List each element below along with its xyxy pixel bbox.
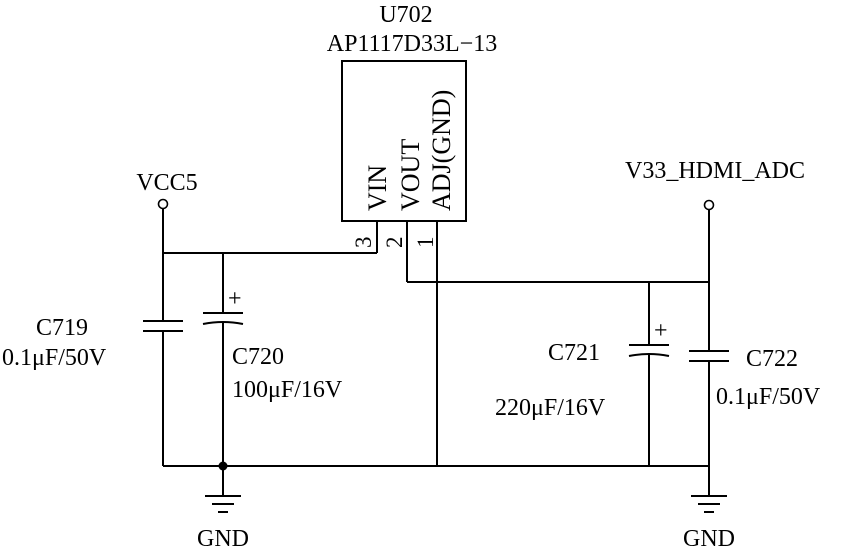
net-v33-hdmi-adc: V33_HDMI_ADC: [407, 158, 805, 351]
c721-ref: C721: [548, 340, 600, 366]
cap-c722: C722 0.1μF/50V: [689, 346, 821, 496]
cap-c721: + C721 220μF/16V: [495, 318, 670, 466]
c722-ref: C722: [746, 346, 798, 372]
net-vcc5: VCC5: [136, 170, 377, 321]
ic-u702: U702 AP1117D33L−13 VIN VOUT ADJ(GND) 3 2…: [327, 2, 497, 466]
cap-c719: C719 0.1μF/50V: [2, 315, 183, 466]
gnd-right-label: GND: [683, 526, 735, 551]
c719-value: 0.1μF/50V: [2, 345, 107, 371]
ic-ref-label: U702: [379, 2, 432, 28]
ic-pin-num-1: 1: [413, 237, 438, 249]
ic-body: [341, 60, 467, 222]
gnd-left-label: GND: [197, 526, 249, 551]
ic-pin-num-2: 2: [382, 237, 407, 249]
c719-ref: C719: [36, 315, 88, 341]
c720-plus-sign: +: [228, 286, 242, 312]
c722-value: 0.1μF/50V: [716, 384, 821, 410]
ic-part-label: AP1117D33L−13: [327, 31, 497, 57]
ic-pin-name-vout: VOUT: [396, 139, 425, 211]
v33-terminal: [703, 199, 715, 211]
c721-value: 220μF/16V: [495, 395, 606, 421]
cap-c720: + C720 100μF/16V: [202, 286, 343, 466]
ic-pin-name-vin: VIN: [363, 165, 392, 211]
c720-ref: C720: [232, 344, 284, 370]
ground-right: GND: [683, 495, 735, 551]
v33-label: V33_HDMI_ADC: [625, 158, 805, 184]
vcc5-label: VCC5: [136, 170, 197, 196]
ic-pin-num-3: 3: [351, 237, 376, 249]
c721-plate-curved: [628, 353, 670, 357]
ground-left: GND: [163, 461, 709, 551]
ic-pin-name-adj: ADJ(GND): [427, 90, 456, 211]
c720-value: 100μF/16V: [232, 377, 343, 403]
c720-plate-curved: [202, 321, 244, 325]
vcc5-terminal: [157, 198, 169, 210]
c721-plus-sign: +: [654, 318, 668, 344]
